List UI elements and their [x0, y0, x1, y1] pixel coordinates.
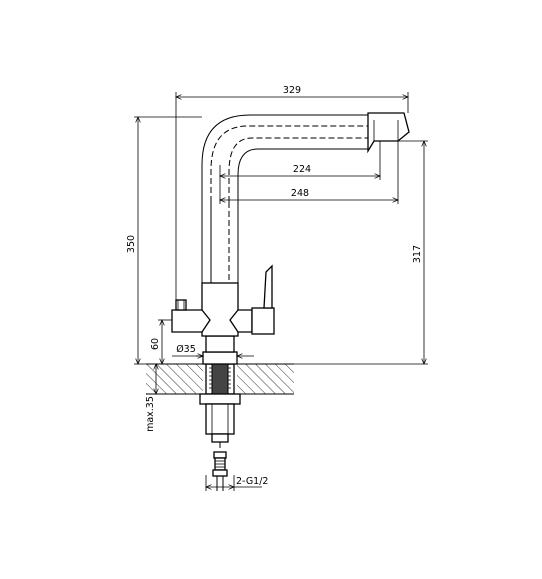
dimension-spout-inner-reach-label: 224	[293, 164, 311, 175]
dimension-spout-height: 317	[412, 141, 424, 364]
handle-right	[229, 264, 275, 335]
dimension-spout-height-label: 317	[412, 245, 423, 263]
dimension-base-diameter-label: Ø35	[176, 344, 196, 355]
spout-head	[367, 112, 410, 154]
dimension-base-diameter: Ø35	[172, 344, 254, 356]
dimension-max-counter-thickness-label: max.35	[145, 396, 156, 432]
dimension-overall-reach-label: 329	[283, 85, 301, 96]
dimension-max-counter-thickness: max.35	[145, 364, 156, 432]
mounting-nut	[199, 393, 241, 443]
hose-connector	[212, 442, 228, 491]
dimension-overall-reach: 329	[176, 85, 408, 97]
dimension-spout-reach-label: 248	[291, 188, 309, 199]
threaded-shank	[205, 363, 235, 395]
spout	[201, 114, 368, 283]
dimension-base-height: 60	[150, 320, 162, 364]
extension-lines	[134, 92, 428, 491]
faucet-body	[201, 202, 239, 365]
dimension-thread-size: 2-G1/2	[206, 476, 268, 487]
dimension-total-height: 350	[126, 117, 138, 364]
dimension-total-height-label: 350	[126, 235, 137, 253]
filter-valve-left	[171, 299, 211, 333]
dimension-spout-inner-reach: 224	[220, 164, 380, 176]
dimension-base-height-label: 60	[150, 338, 161, 350]
dimension-spout-reach: 248	[220, 188, 398, 200]
dimension-thread-size-label: 2-G1/2	[236, 476, 268, 487]
